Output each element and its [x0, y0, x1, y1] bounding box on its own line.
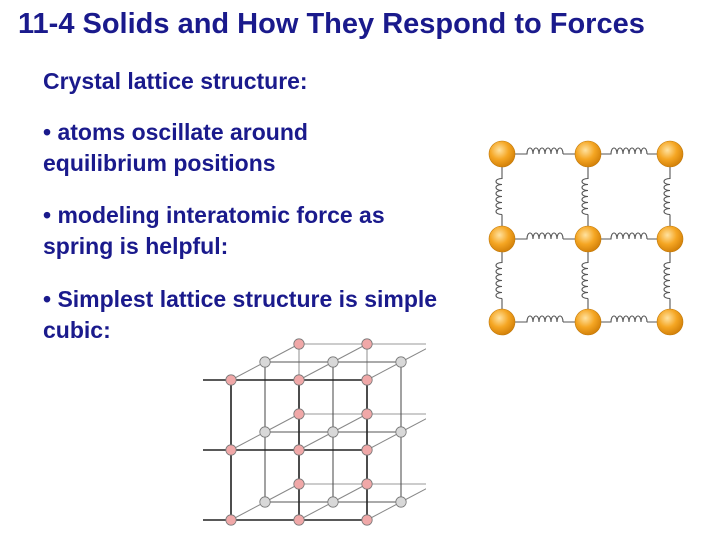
- lattice-atom: [361, 408, 373, 420]
- bullet-spring-model: • modeling interatomic force as spring i…: [43, 200, 385, 262]
- atom: [488, 225, 516, 253]
- slide-title: 11-4 Solids and How They Respond to Forc…: [18, 8, 645, 40]
- bullet-line: equilibrium positions: [43, 150, 276, 176]
- lattice-atom: [361, 338, 373, 350]
- lattice-atom: [225, 514, 237, 526]
- spring: [663, 239, 671, 322]
- bullet-simple-cubic: • Simplest lattice structure is simple c…: [43, 284, 485, 346]
- lattice-bond: [332, 483, 368, 503]
- bullet-line: • Simplest lattice structure is simple: [43, 286, 438, 312]
- spring-lattice-figure: [488, 140, 684, 336]
- lattice-atom: [259, 496, 271, 508]
- bullet-line: spring is helpful:: [43, 233, 229, 259]
- lattice-bond: [400, 348, 426, 363]
- lattice-bond: [366, 361, 402, 381]
- lattice-atom: [395, 496, 407, 508]
- springs: [495, 147, 671, 323]
- bullet-line: cubic:: [43, 317, 111, 343]
- lattice-atom: [293, 444, 305, 456]
- lattice-atom: [293, 374, 305, 386]
- lattice-atom: [361, 478, 373, 490]
- bullet-line: • atoms oscillate around: [43, 119, 308, 145]
- lattice-bond: [264, 413, 300, 433]
- atom: [488, 140, 516, 168]
- spring: [581, 154, 589, 239]
- lattice-atoms: [225, 338, 407, 526]
- lattice-atom: [395, 426, 407, 438]
- lattice-atom: [361, 514, 373, 526]
- lattice-atom: [361, 444, 373, 456]
- lattice-bond: [366, 431, 402, 451]
- spring: [663, 154, 671, 239]
- spring: [588, 232, 670, 240]
- bullet-line: • modeling interatomic force as: [43, 202, 385, 228]
- lattice-atom: [225, 444, 237, 456]
- lattice-atom: [395, 356, 407, 368]
- atom: [656, 140, 684, 168]
- spring: [495, 239, 503, 322]
- spring: [588, 147, 670, 155]
- atoms: [488, 140, 684, 336]
- lattice-bond: [230, 431, 266, 451]
- bullet-oscillate: • atoms oscillate around equilibrium pos…: [43, 117, 308, 179]
- lattice-bond: [298, 431, 334, 451]
- lattice-bond: [298, 361, 334, 381]
- section-heading: Crystal lattice structure:: [43, 68, 308, 94]
- lattice-bond: [230, 501, 266, 521]
- lattice-atom: [293, 514, 305, 526]
- atom: [574, 308, 602, 336]
- lattice-atom: [293, 408, 305, 420]
- lattice-bond: [400, 488, 426, 503]
- spring: [502, 232, 588, 240]
- spring: [502, 147, 588, 155]
- lattice-bond: [264, 343, 300, 363]
- atom: [488, 308, 516, 336]
- lattice-atom: [293, 478, 305, 490]
- spring: [502, 315, 588, 323]
- spring: [588, 315, 670, 323]
- atom: [574, 140, 602, 168]
- atom: [574, 225, 602, 253]
- lattice-bond: [230, 361, 266, 381]
- spring: [581, 239, 589, 322]
- atom: [656, 308, 684, 336]
- lattice-bond: [400, 418, 426, 433]
- lattice-bond: [366, 501, 402, 521]
- lattice-atom: [327, 356, 339, 368]
- lattice-atom: [361, 374, 373, 386]
- lattice-bond: [332, 343, 368, 363]
- spring: [495, 154, 503, 239]
- lattice-bonds: [203, 343, 426, 521]
- lattice-atom: [293, 338, 305, 350]
- lattice-atom: [225, 374, 237, 386]
- simple-cubic-lattice-figure: [203, 338, 426, 526]
- lattice-bond: [332, 413, 368, 433]
- lattice-atom: [259, 356, 271, 368]
- lattice-atom: [327, 496, 339, 508]
- lattice-atom: [259, 426, 271, 438]
- atom: [656, 225, 684, 253]
- lattice-atom: [327, 426, 339, 438]
- lattice-bond: [298, 501, 334, 521]
- lattice-bond: [264, 483, 300, 503]
